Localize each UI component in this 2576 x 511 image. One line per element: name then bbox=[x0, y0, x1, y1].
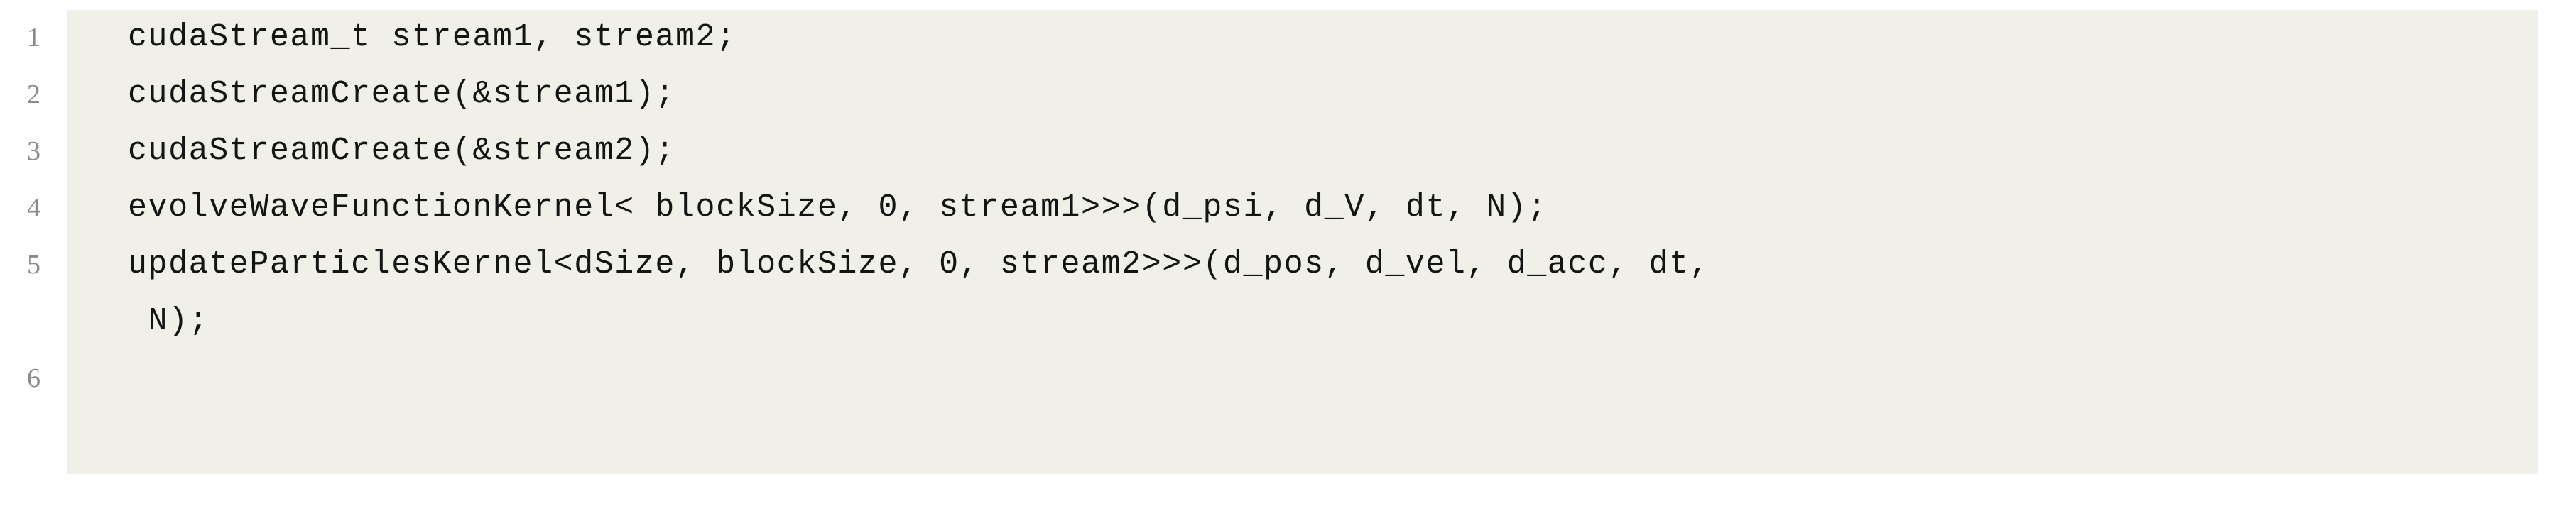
code-line-4[interactable]: evolveWaveFunctionKernel< blockSize, 0, … bbox=[128, 189, 1548, 226]
line-number-4: 4 bbox=[27, 193, 40, 223]
code-line-5[interactable]: updateParticlesKernel<dSize, blockSize, … bbox=[128, 246, 1710, 282]
code-line-5-wrapped[interactable]: N); bbox=[128, 303, 210, 339]
code-text-area[interactable]: cudaStream_t stream1, stream2; cudaStrea… bbox=[128, 10, 2543, 474]
code-line-3[interactable]: cudaStreamCreate(&stream2); bbox=[128, 133, 675, 169]
code-line-1[interactable]: cudaStream_t stream1, stream2; bbox=[128, 19, 737, 55]
line-number-2: 2 bbox=[27, 79, 40, 109]
line-number-6: 6 bbox=[27, 363, 40, 393]
code-line-2[interactable]: cudaStreamCreate(&stream1); bbox=[128, 76, 675, 112]
code-listing-panel bbox=[67, 10, 2538, 474]
line-number-3: 3 bbox=[27, 136, 40, 166]
line-number-gutter: 1 2 3 4 5 6 bbox=[0, 10, 67, 474]
line-number-1: 1 bbox=[27, 23, 40, 53]
line-number-5: 5 bbox=[27, 250, 40, 280]
